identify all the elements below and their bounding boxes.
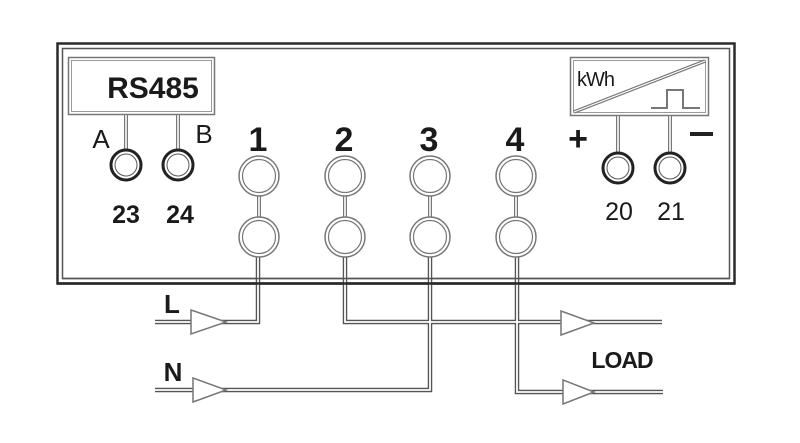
kwh-label: kWh <box>577 69 614 91</box>
terminal-21-label: 21 <box>657 198 685 226</box>
pulse-diagonal <box>573 59 706 114</box>
main-terminal-3-top-screw <box>409 155 451 197</box>
main-terminal-1-label: 1 <box>249 121 268 159</box>
pulse-waveform-icon <box>651 89 700 109</box>
terminal-23-label: 23 <box>112 201 140 229</box>
load-label: LOAD <box>591 347 653 373</box>
main-terminal-1-bottom-screw <box>238 216 280 258</box>
main-terminal-2-bottom-screw <box>324 216 366 258</box>
rs485-label: RS485 <box>107 72 199 105</box>
terminal-24 <box>161 148 195 182</box>
rs485-a-label: A <box>92 124 110 154</box>
main-terminals: 1 2 3 4 <box>238 121 537 258</box>
main-terminal-4-label: 4 <box>506 121 525 159</box>
main-terminal-3-label: 3 <box>420 121 439 159</box>
line-label: L <box>164 289 180 319</box>
arrow-load-neutral-icon <box>562 378 597 406</box>
plus-label: + <box>568 120 588 158</box>
main-terminal-2: 2 <box>324 121 366 258</box>
main-terminal-4: 4 <box>495 121 537 258</box>
main-terminal-2-label: 2 <box>335 121 354 159</box>
main-terminal-2-top-screw <box>324 155 366 197</box>
terminal-21 <box>653 151 687 185</box>
arrows <box>190 308 597 406</box>
main-terminal-3: 3 <box>409 121 451 258</box>
terminal-20-label: 20 <box>605 198 633 226</box>
main-terminal-1-top-screw <box>238 155 280 197</box>
terminal-20 <box>601 151 635 185</box>
main-terminal-3-bottom-screw <box>409 216 451 258</box>
pulse-output-module: kWh + 20 21 <box>568 56 713 226</box>
minus-icon <box>690 132 713 136</box>
main-terminal-4-bottom-screw <box>495 216 537 258</box>
main-terminal-1: 1 <box>238 121 280 258</box>
neutral-label: N <box>164 357 183 387</box>
rs485-b-label: B <box>195 119 212 149</box>
arrow-line-in-icon <box>190 308 229 336</box>
wire-line-out <box>342 256 662 325</box>
terminal-24-label: 24 <box>166 201 194 229</box>
main-terminal-4-top-screw <box>495 155 537 197</box>
terminal-23 <box>109 148 143 182</box>
rs485-module: RS485 A B 23 24 <box>67 56 216 229</box>
arrow-load-line-icon <box>560 309 597 337</box>
arrow-neutral-in-icon <box>192 376 229 404</box>
meter-frame-bottom <box>57 277 735 285</box>
